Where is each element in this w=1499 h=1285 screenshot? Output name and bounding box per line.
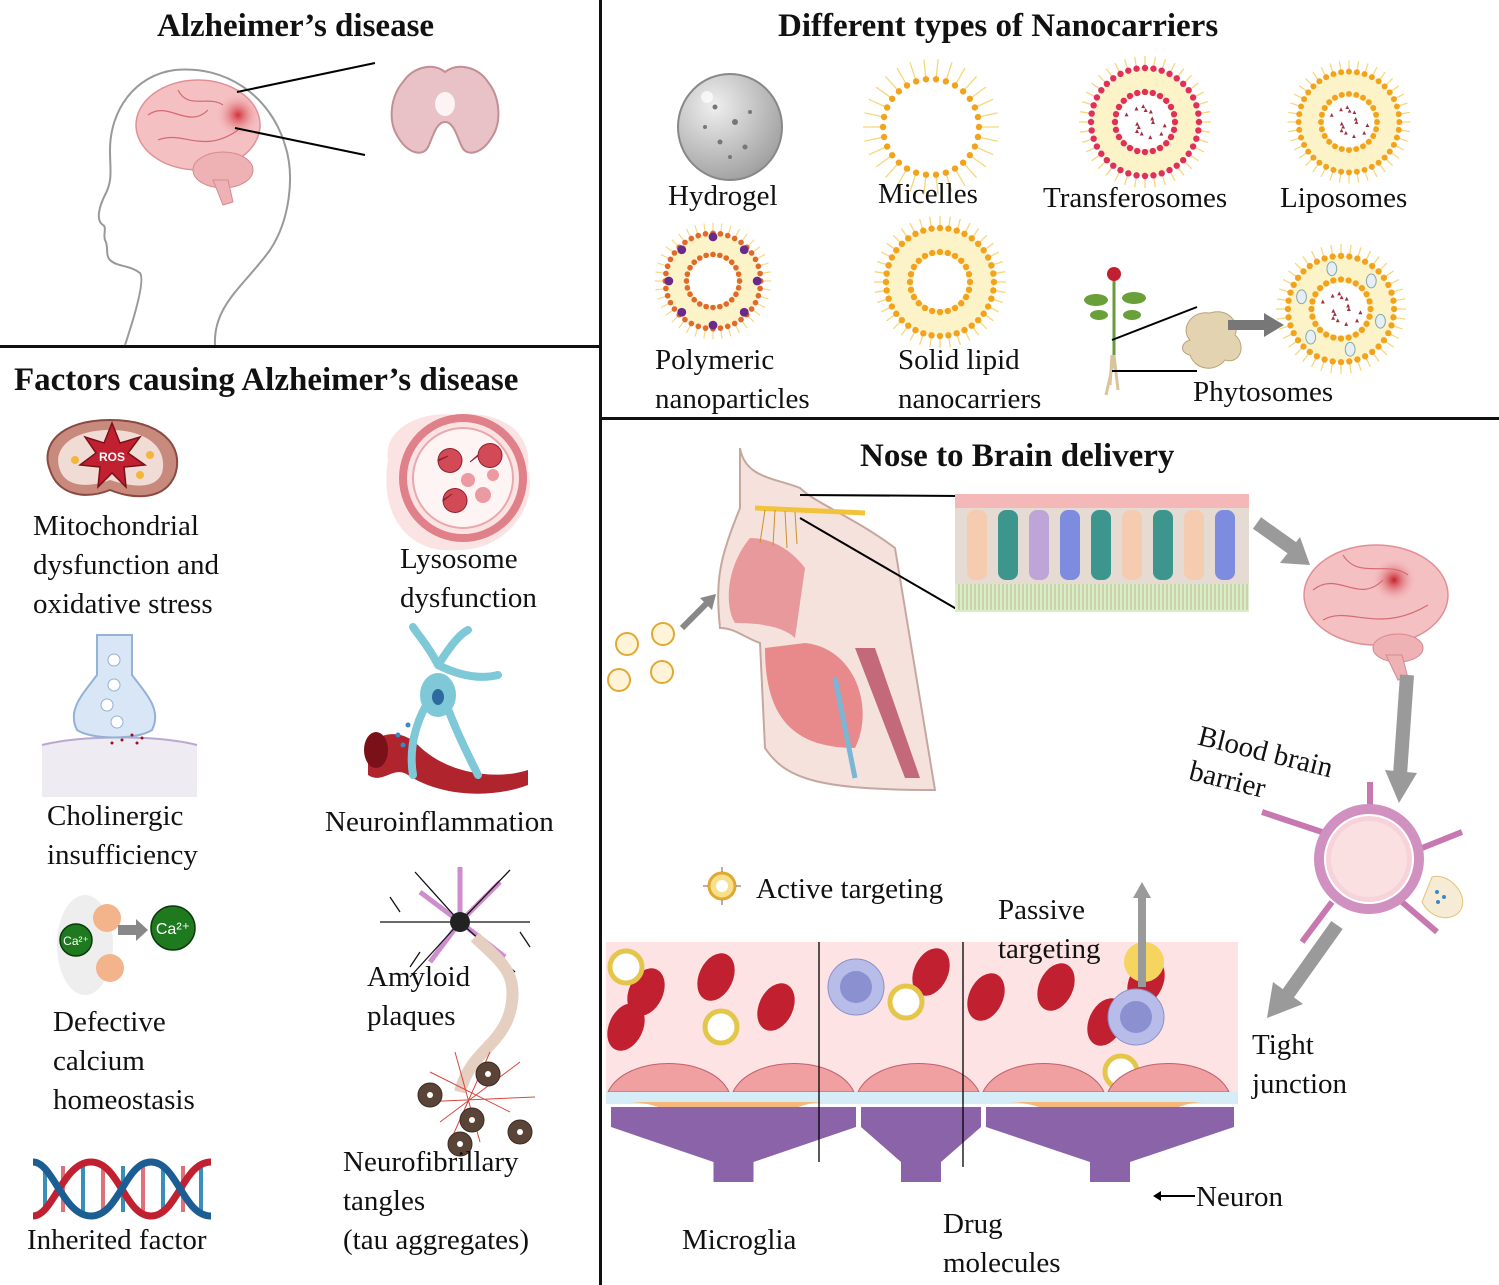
nanocarriers-title: Different types of Nanocarriers bbox=[778, 8, 1219, 44]
micelle-icon bbox=[863, 59, 999, 195]
micelles-label: Micelles bbox=[878, 178, 978, 210]
right-horizontal-divider bbox=[600, 417, 1499, 420]
brain-coronal-section-icon bbox=[390, 65, 500, 154]
liposomes-label: Liposomes bbox=[1280, 182, 1408, 214]
alzheimers-title: Alzheimer’s disease bbox=[157, 8, 435, 44]
liposome-icon bbox=[1287, 60, 1411, 184]
plant-icon bbox=[1084, 267, 1146, 396]
mitochondria-icon: ROS bbox=[46, 418, 179, 498]
neuron-label: Neuron bbox=[1196, 1181, 1283, 1213]
arrow-right-icon bbox=[1228, 313, 1284, 337]
mitochondrial-label: Mitochondrial dysfunction and oxidative … bbox=[33, 510, 220, 620]
arrow-to-brain-icon bbox=[1252, 517, 1310, 565]
left-horizontal-divider bbox=[0, 345, 601, 348]
tight-junction-label: Tight junction bbox=[1252, 1029, 1348, 1100]
calcium-label: Defective calcium homeostasis bbox=[53, 1006, 195, 1116]
amyloid-plaque-neuron-icon bbox=[380, 867, 536, 1157]
neuroinflammation-label: Neuroinflammation bbox=[325, 806, 554, 838]
transferosome-icon bbox=[1079, 56, 1211, 188]
active-targeting-nanoparticle-icon bbox=[703, 867, 741, 905]
solid-lipid-nanocarrier-icon bbox=[874, 216, 1006, 348]
amyloid-label: Amyloid plaques bbox=[367, 961, 471, 1032]
arrow-into-nose-icon bbox=[679, 594, 716, 631]
ca-ion-text: Ca²⁺ bbox=[63, 934, 89, 948]
hydrogel-icon bbox=[677, 73, 783, 181]
bbb-detail-scene bbox=[606, 942, 1238, 1182]
target-brain-icon bbox=[1303, 544, 1449, 681]
dna-helix-icon bbox=[32, 1158, 212, 1220]
microglia-label: Microglia bbox=[682, 1224, 797, 1256]
factors-title: Factors causing Alzheimer’s disease bbox=[14, 362, 519, 398]
calcium-channel-icon: Ca²⁺ Ca²⁺ bbox=[57, 895, 196, 995]
inhaled-nanoparticles-icon bbox=[607, 622, 675, 692]
hydrogel-label: Hydrogel bbox=[668, 180, 778, 212]
inherited-label: Inherited factor bbox=[27, 1224, 207, 1256]
ros-text: ROS bbox=[99, 450, 125, 464]
brain-icon bbox=[135, 79, 261, 206]
transferosomes-label: Transferosomes bbox=[1043, 182, 1228, 214]
zoom-lines bbox=[234, 62, 376, 156]
passive-targeting-label: Passive targeting bbox=[998, 894, 1101, 965]
vertical-divider bbox=[599, 0, 602, 1285]
arrow-up-icon bbox=[1133, 882, 1151, 987]
drug-molecules-label: Drug molecules bbox=[943, 1208, 1061, 1279]
phytosome-icon bbox=[1276, 244, 1406, 374]
synapse-icon bbox=[41, 634, 198, 797]
phytosomes-label: Phytosomes bbox=[1193, 376, 1334, 408]
cholinergic-label: Cholinergic insufficiency bbox=[47, 800, 198, 871]
arrow-to-tight-junction-icon bbox=[1267, 920, 1343, 1018]
nose-to-brain-title: Nose to Brain delivery bbox=[860, 438, 1175, 474]
zoom-lines-olfactory bbox=[799, 494, 961, 612]
zoom-lines-root bbox=[1111, 306, 1198, 372]
solid-lipid-label: Solid lipid nanocarriers bbox=[898, 344, 1042, 415]
neuroinflammation-icon bbox=[364, 623, 528, 794]
lysosome-label: Lysosome dysfunction bbox=[400, 543, 537, 614]
polymeric-nanoparticle-icon bbox=[654, 222, 772, 340]
lysosome-icon bbox=[386, 414, 530, 551]
tau-label: Neurofibrillary tangles (tau aggregates) bbox=[343, 1146, 529, 1256]
arrow-to-bbb-icon bbox=[1385, 674, 1417, 803]
blood-vessel-cross-section-icon bbox=[1261, 782, 1464, 944]
active-targeting-label: Active targeting bbox=[756, 873, 944, 905]
ca-ion-text-large: Ca²⁺ bbox=[156, 921, 190, 938]
head-silhouette-icon bbox=[97, 68, 291, 346]
olfactory-epithelium-icon bbox=[955, 494, 1249, 612]
nasal-cavity-icon bbox=[717, 447, 937, 792]
ginseng-root-icon bbox=[1182, 311, 1242, 369]
polymeric-label: Polymeric nanoparticles bbox=[655, 344, 810, 415]
neuron-pointer-arrow-icon bbox=[1153, 1191, 1195, 1201]
